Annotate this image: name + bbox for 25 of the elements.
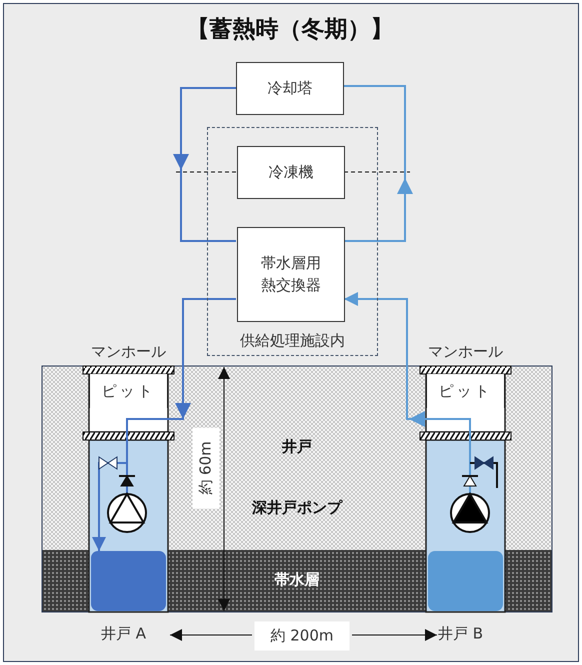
dimension-label: 約 60m (192, 427, 220, 509)
pump-symbol (107, 493, 147, 533)
manhole-label: マンホール (91, 342, 166, 362)
pipe-arrow (344, 85, 413, 242)
heat-exchanger-box: 帯水層用熱交換器 (237, 227, 345, 322)
well-name: 井戸 B (438, 624, 484, 644)
pit-box: ピット (89, 374, 168, 408)
pipe-arrow (344, 292, 471, 493)
equipment-box: 冷凍機 (237, 146, 345, 199)
equipment-box: 冷却塔 (236, 62, 344, 115)
water-column (91, 551, 166, 611)
boundary-label: 供給処理施設内 (240, 332, 345, 350)
dimension-label: 約 200m (254, 622, 350, 650)
well-label: 井戸 (282, 438, 312, 456)
pit-box: ピット (426, 374, 505, 408)
well-name: 井戸 A (100, 624, 146, 644)
pipe-arrow (92, 298, 236, 551)
title: 【蓄熱時（冬期）】 (186, 16, 394, 44)
pump-symbol (450, 493, 490, 533)
aquifer-label: 帯水層 (274, 570, 320, 590)
water-column (428, 551, 503, 611)
pump-label: 深井戸ポンプ (252, 498, 342, 518)
manhole-label: マンホール (428, 342, 503, 362)
pipe-arrow (173, 87, 236, 242)
dashed-boundary (207, 127, 378, 356)
